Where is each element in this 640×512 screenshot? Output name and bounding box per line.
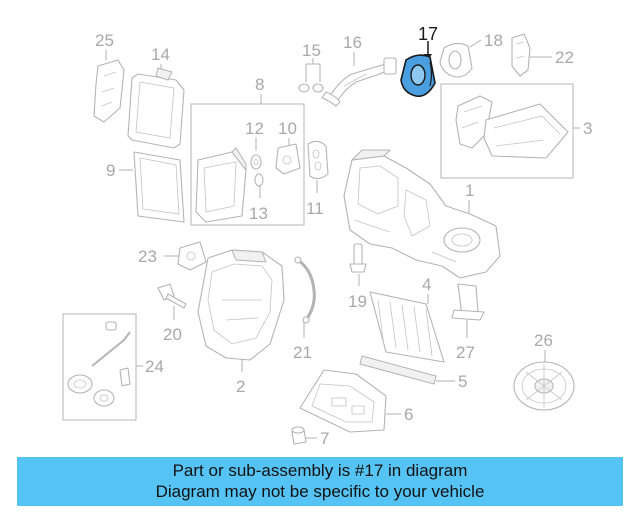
callout-18: 18: [484, 31, 503, 50]
callout-15: 15: [302, 41, 321, 60]
part-8-heater-core: [195, 147, 247, 223]
part-7-grommet: [291, 426, 307, 445]
part-4-cabin-filter: [369, 291, 445, 363]
group-box-3: [440, 83, 574, 179]
callout-17: 17: [418, 24, 438, 44]
part-16-pipe: [321, 57, 397, 107]
part-6-cover-plate: [299, 369, 387, 433]
part-24-linkage-set: [67, 321, 131, 407]
group-box-24: [62, 313, 137, 421]
group-box-8: [190, 103, 305, 226]
callout-23: 23: [138, 247, 157, 266]
callout-1: 1: [465, 181, 474, 200]
callout-19: 19: [348, 292, 367, 311]
part-9-filter-frame: [133, 151, 185, 223]
callout-24: 24: [145, 357, 164, 376]
callout-20: 20: [163, 325, 182, 344]
part-11-sensor: [307, 140, 329, 180]
callout-12: 12: [245, 119, 264, 138]
banner-line-1: Part or sub-assembly is #17 in diagram: [172, 461, 468, 480]
part-5-seal-strip: [359, 355, 437, 385]
part-10-valve: [275, 143, 301, 175]
callout-10: 10: [278, 119, 297, 138]
part-15-o-rings: [298, 83, 324, 93]
callout-26: 26: [534, 331, 553, 350]
part-26-blower-motor: [513, 361, 575, 411]
banner-line-2: Diagram may not be specific to your vehi…: [155, 482, 485, 501]
part-22-bracket: [511, 33, 531, 77]
part-2-lower-case: [197, 249, 285, 361]
part-27-resistor: [451, 283, 485, 321]
callout-3: 3: [583, 119, 592, 138]
callout-16: 16: [343, 33, 362, 52]
callout-14: 14: [151, 45, 170, 64]
callout-2: 2: [236, 377, 245, 396]
callout-6: 6: [404, 405, 413, 424]
part-18-gasket: [439, 42, 473, 78]
callout-25: 25: [95, 31, 114, 50]
callout-21: 21: [293, 343, 312, 362]
info-banner: Part or sub-assembly is #17 in diagram D…: [17, 457, 623, 506]
callout-5: 5: [458, 372, 467, 391]
part-17-seal: [400, 41, 436, 98]
callout-13: 13: [249, 204, 268, 223]
part-3-housing: [455, 95, 569, 159]
callout-27: 27: [456, 343, 475, 362]
part-21-hose: [294, 256, 316, 324]
part-1-hvac-case: [343, 149, 501, 279]
part-19-valve: [349, 243, 367, 273]
part-20-sensor: [157, 283, 187, 309]
callout-9: 9: [106, 161, 115, 180]
leader-lines: [105, 39, 580, 439]
callout-22: 22: [555, 48, 574, 67]
part-23-actuator: [177, 241, 207, 271]
part-12-seal: [250, 154, 262, 170]
part-14-evaporator: [127, 67, 185, 149]
exploded-parts-diagram: 25 14 15 16 17 18 22 8 3 12 10 9 13 11 1…: [62, 24, 592, 448]
callout-7: 7: [320, 429, 329, 448]
callout-8: 8: [255, 75, 264, 94]
callout-11: 11: [306, 199, 324, 218]
callout-4: 4: [422, 275, 431, 294]
part-25-bracket: [93, 59, 125, 123]
part-13-seal: [254, 173, 264, 187]
